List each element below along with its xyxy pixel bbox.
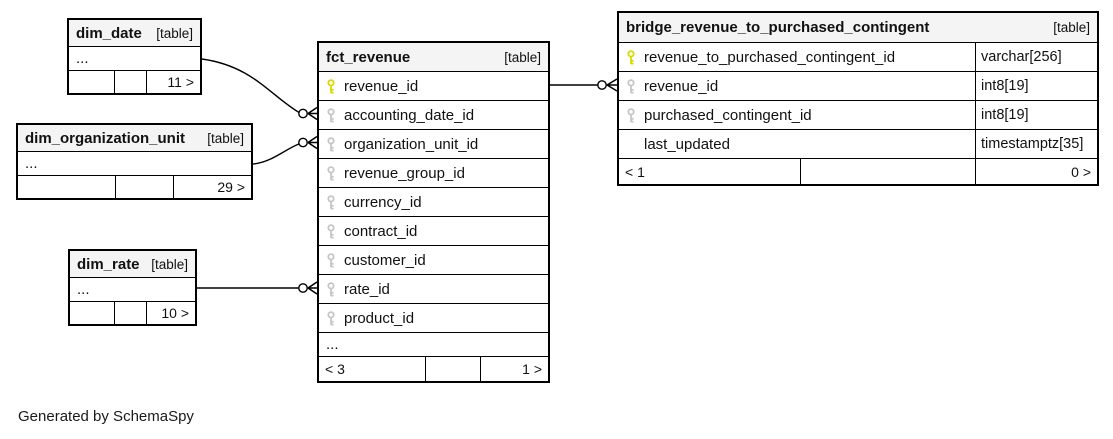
foreign-key-icon [626, 107, 636, 123]
column-name: revenue_group_id [344, 164, 465, 182]
footer-cell [115, 71, 147, 93]
column-name: rate_id [344, 280, 390, 298]
column-type: int8[19] [975, 72, 1097, 100]
column-name: customer_id [344, 251, 426, 269]
related-tables-count: 0 > [1071, 163, 1091, 180]
footer-cell [115, 302, 147, 324]
column-name: product_id [344, 309, 415, 327]
related-tables-count: 1 > [522, 361, 542, 377]
column-row-currency-id: currency_id [319, 188, 548, 217]
column-type: int8[19] [975, 101, 1097, 129]
hidden-columns-ellipsis: ... [18, 152, 251, 176]
table-type-label: [table] [207, 130, 244, 146]
foreign-key-icon [326, 223, 336, 239]
column-row-last-updated: last_updated timestamptz[35] [619, 130, 1097, 159]
table-footer: 29 > [18, 176, 251, 198]
table-header: dim_rate [table] [70, 251, 195, 278]
footer-cell [70, 302, 115, 324]
table-header: dim_date [table] [69, 20, 200, 47]
table-type-label: [table] [1053, 20, 1090, 35]
table-footer: 11 > [69, 71, 200, 93]
foreign-key-icon [326, 107, 336, 123]
foreign-key-icon [626, 78, 636, 94]
column-name: revenue_to_purchased_contingent_id [644, 48, 896, 66]
foreign-key-icon [326, 281, 336, 297]
footer-cell [426, 357, 481, 381]
table-type-label: [table] [156, 25, 193, 41]
primary-key-icon [326, 78, 336, 94]
column-row-accounting-date-id: accounting_date_id [319, 101, 548, 130]
foreign-key-icon [326, 165, 336, 181]
column-row-purchased-contingent-id: purchased_contingent_id int8[19] [619, 101, 1097, 130]
column-row-revenue-id: revenue_id [319, 72, 548, 101]
table-type-label: [table] [504, 49, 541, 65]
related-tables-count: 29 > [217, 179, 245, 195]
key-icon-spacer [626, 137, 636, 152]
column-name: organization_unit_id [344, 135, 479, 153]
column-row-organization-unit-id: organization_unit_id [319, 130, 548, 159]
table-name[interactable]: dim_date [76, 24, 142, 42]
table-dim-rate[interactable]: dim_rate [table] ... 10 > [68, 249, 197, 326]
table-header: bridge_revenue_to_purchased_contingent [… [619, 13, 1097, 43]
column-name: purchased_contingent_id [644, 106, 812, 124]
table-dim-organization-unit[interactable]: dim_organization_unit [table] ... 29 > [16, 123, 253, 200]
rel-dim-date-to-fct-revenue [201, 58, 300, 113]
table-footer: 10 > [70, 302, 195, 324]
column-name: revenue_id [344, 77, 419, 95]
table-header: dim_organization_unit [table] [18, 125, 251, 152]
footer-cell [116, 176, 174, 198]
related-tables-count: 11 > [167, 74, 194, 90]
foreign-key-icon [326, 252, 336, 268]
implied-relationships-count: < 1 [619, 159, 801, 184]
table-name[interactable]: dim_organization_unit [25, 129, 186, 147]
table-header: fct_revenue [table] [319, 43, 548, 72]
foreign-key-icon [326, 310, 336, 326]
column-row-product-id: product_id [319, 304, 548, 333]
hidden-columns-ellipsis: ... [319, 333, 548, 357]
hidden-columns-ellipsis: ... [69, 47, 200, 71]
column-name: revenue_id [644, 77, 719, 95]
column-name: contract_id [344, 222, 418, 240]
table-bridge-revenue-to-purchased-contingent[interactable]: bridge_revenue_to_purchased_contingent [… [617, 11, 1099, 186]
related-tables-count: 10 > [161, 305, 189, 321]
footer-cell [18, 176, 116, 198]
column-type: timestamptz[35] [975, 130, 1097, 158]
column-row-revenue-to-purchased-contingent-id: revenue_to_purchased_contingent_id varch… [619, 43, 1097, 72]
table-fct-revenue[interactable]: fct_revenue [table] revenue_id accountin… [317, 41, 550, 383]
table-name[interactable]: bridge_revenue_to_purchased_contingent [626, 19, 930, 36]
footer-cell [69, 71, 115, 93]
foreign-key-icon [326, 136, 336, 152]
column-name: currency_id [344, 193, 422, 211]
column-row-rate-id: rate_id [319, 275, 548, 304]
table-type-label: [table] [151, 256, 188, 272]
column-row-revenue-id: revenue_id int8[19] [619, 72, 1097, 101]
column-type: varchar[256] [975, 43, 1097, 71]
table-footer: < 3 1 > [319, 357, 548, 381]
table-name[interactable]: fct_revenue [326, 48, 411, 66]
generated-by-note: Generated by SchemaSpy [18, 408, 194, 425]
column-row-revenue-group-id: revenue_group_id [319, 159, 548, 188]
foreign-key-icon [326, 194, 336, 210]
column-name: last_updated [644, 135, 730, 153]
column-row-customer-id: customer_id [319, 246, 548, 275]
footer-cell [801, 159, 976, 184]
hidden-columns-ellipsis: ... [70, 278, 195, 302]
implied-relationships-count: < 3 [319, 357, 426, 381]
primary-key-icon [626, 49, 636, 65]
rel-dim-organization-unit-to-fct-revenue [252, 143, 300, 165]
table-footer: < 1 0 > [619, 159, 1097, 184]
column-row-contract-id: contract_id [319, 217, 548, 246]
column-name: accounting_date_id [344, 106, 475, 124]
table-dim-date[interactable]: dim_date [table] ... 11 > [67, 18, 202, 95]
table-name[interactable]: dim_rate [77, 255, 140, 273]
